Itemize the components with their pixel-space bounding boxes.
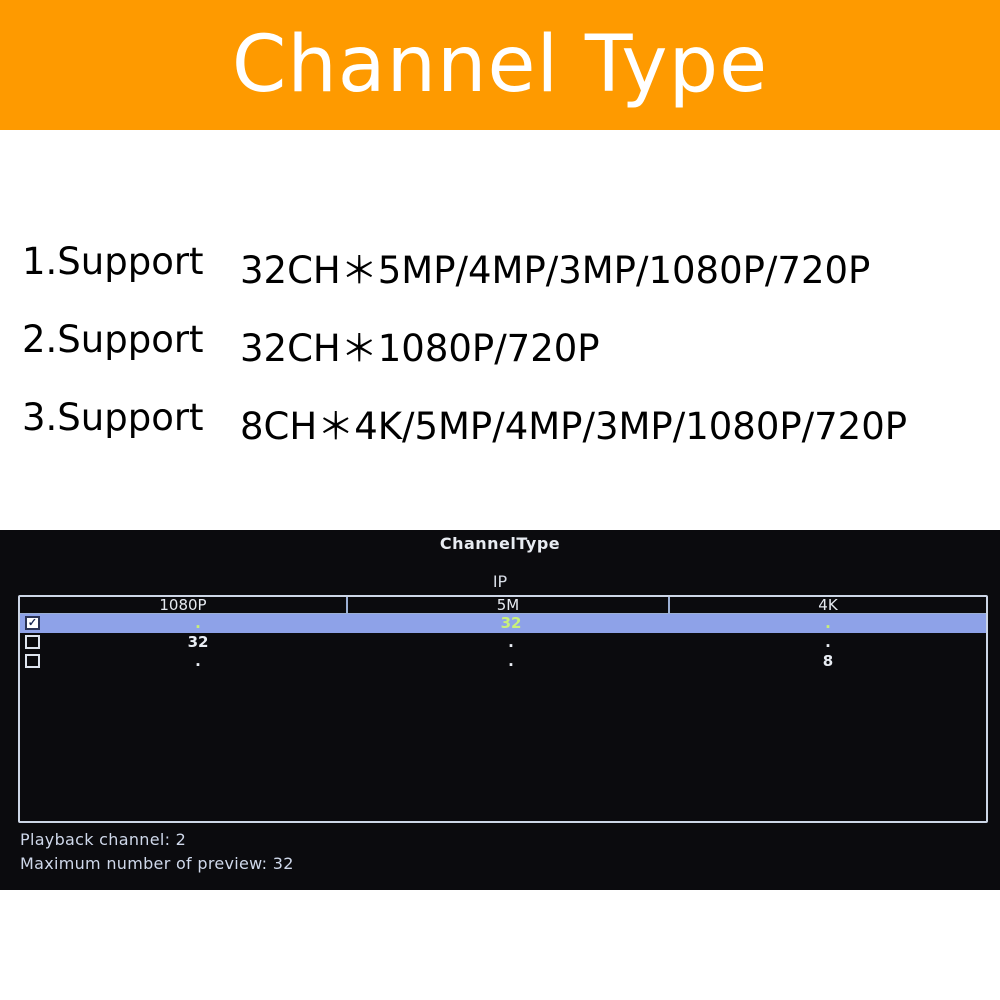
- column-divider: [346, 597, 348, 614]
- cell-5m: .: [508, 652, 514, 670]
- cell-1080p: .: [195, 652, 201, 670]
- feature-spec: 8CH＊4K/5MP/4MP/3MP/1080P/720P: [240, 405, 908, 448]
- feature-item: 2.Support 32CH＊1080P/720P: [22, 318, 992, 396]
- table-row[interactable]: . . 8: [20, 652, 986, 671]
- dvr-screen: ChannelType IP 1080P 5M 4K ✓ . 32 . 32 .…: [0, 530, 1000, 890]
- cell-1080p: .: [195, 614, 201, 632]
- cell-5m: 32: [500, 614, 522, 632]
- column-divider: [668, 597, 670, 614]
- feature-list: 1.Support 32CH＊5MP/4MP/3MP/1080P/720P 2.…: [22, 240, 992, 474]
- feature-label: 3.Support: [22, 396, 204, 439]
- feature-spec: 32CH＊1080P/720P: [240, 327, 600, 370]
- feature-item: 1.Support 32CH＊5MP/4MP/3MP/1080P/720P: [22, 240, 992, 318]
- cell-4k: 8: [822, 652, 834, 670]
- feature-spec: 32CH＊5MP/4MP/3MP/1080P/720P: [240, 249, 871, 292]
- feature-label: 2.Support: [22, 318, 204, 361]
- max-preview-text: Maximum number of preview: 32: [20, 854, 294, 873]
- table-row[interactable]: ✓ . 32 .: [20, 614, 986, 633]
- row-checkbox[interactable]: [25, 654, 40, 668]
- page-title: Channel Type: [231, 20, 769, 110]
- cell-4k: .: [825, 614, 831, 632]
- cell-5m: .: [508, 633, 514, 651]
- column-header-1080p: 1080P: [159, 596, 207, 614]
- column-header-4k: 4K: [818, 596, 838, 614]
- cell-1080p: 32: [187, 633, 209, 651]
- table-row[interactable]: 32 . .: [20, 633, 986, 652]
- feature-item: 3.Support 8CH＊4K/5MP/4MP/3MP/1080P/720P: [22, 396, 992, 474]
- row-checkbox[interactable]: ✓: [25, 616, 40, 630]
- column-header-5m: 5M: [496, 596, 520, 614]
- row-checkbox[interactable]: [25, 635, 40, 649]
- group-label: IP: [492, 572, 508, 591]
- header-banner: Channel Type: [0, 0, 1000, 130]
- playback-channel-text: Playback channel: 2: [20, 830, 187, 849]
- feature-label: 1.Support: [22, 240, 204, 283]
- dialog-title: ChannelType: [439, 534, 561, 553]
- header-divider: [20, 613, 986, 614]
- cell-4k: .: [825, 633, 831, 651]
- channel-type-table: 1080P 5M 4K ✓ . 32 . 32 . . . . 8: [18, 595, 988, 823]
